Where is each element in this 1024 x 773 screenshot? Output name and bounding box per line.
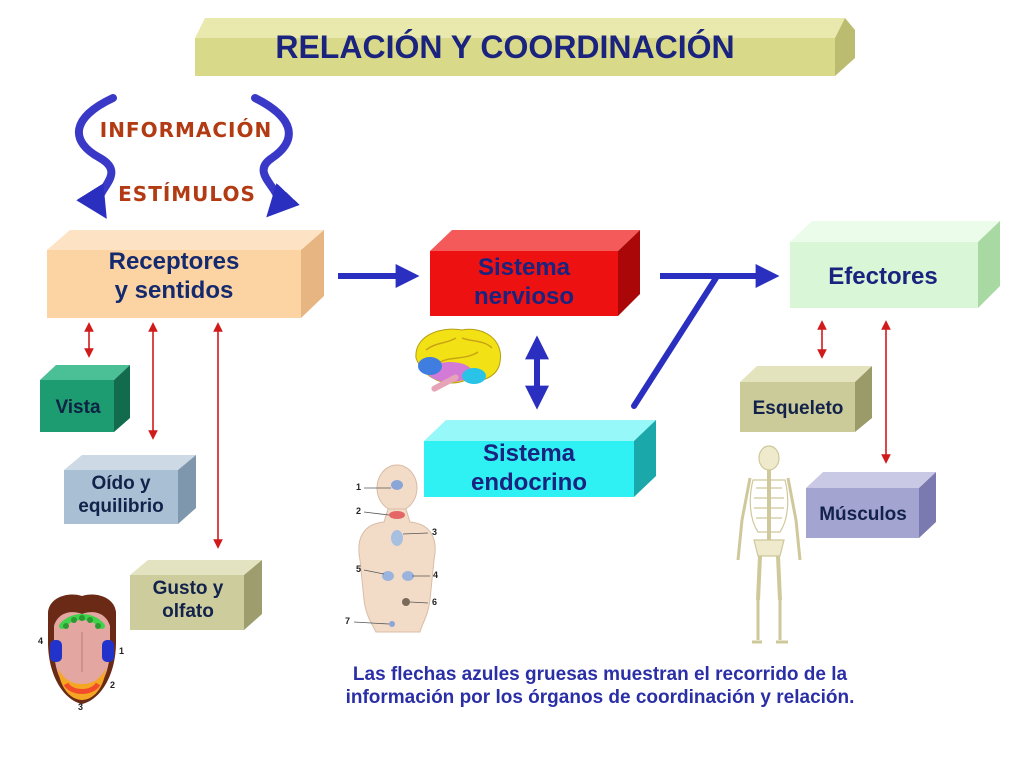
endocrine-number: 2 (356, 506, 362, 516)
informacion-wave-arrow (74, 94, 117, 219)
endocrine-number: 7 (345, 616, 351, 626)
receptores-box (47, 230, 324, 318)
endocrine-number: 5 (356, 564, 362, 574)
informacion-label: INFORMACIÓN (99, 118, 273, 142)
musculos-box (806, 472, 936, 538)
endocrine-number: 3 (432, 527, 438, 537)
skeleton-illustration (736, 445, 802, 644)
sistema-nervioso-box (430, 230, 640, 316)
brain-illustration (415, 328, 501, 392)
tongue-number: 1 (119, 646, 125, 656)
endocrine-number: 4 (433, 570, 439, 580)
esqueleto-box (740, 366, 872, 432)
esqueleto-label: Esqueleto (752, 398, 844, 419)
diagram-title: RELACIÓN Y COORDINACIÓN (275, 29, 735, 65)
line-endocrino-to-efectores (631, 275, 719, 409)
tongue-number: 3 (78, 702, 84, 712)
estimulos-wave-arrow (251, 94, 300, 218)
sistema-endocrino-box (424, 420, 656, 497)
efectores-box (790, 221, 1000, 308)
musculos-label: Músculos (819, 504, 907, 525)
gusto-box (130, 560, 262, 630)
tongue-number: 4 (38, 636, 44, 646)
tongue-illustration (48, 594, 116, 704)
endocrine-number: 6 (432, 597, 438, 607)
title-bar (195, 18, 855, 76)
caption-text: Las flechas azules gruesas muestran el r… (345, 664, 855, 708)
endocrine-body-illustration (353, 464, 436, 633)
oido-box (64, 455, 196, 524)
estimulos-label: ESTÍMULOS (118, 182, 256, 206)
vista-box (40, 365, 130, 432)
tongue-number: 2 (110, 680, 116, 690)
efectores-label: Efectores (828, 263, 938, 290)
vista-label: Vista (55, 397, 101, 418)
endocrine-number: 1 (356, 482, 362, 492)
